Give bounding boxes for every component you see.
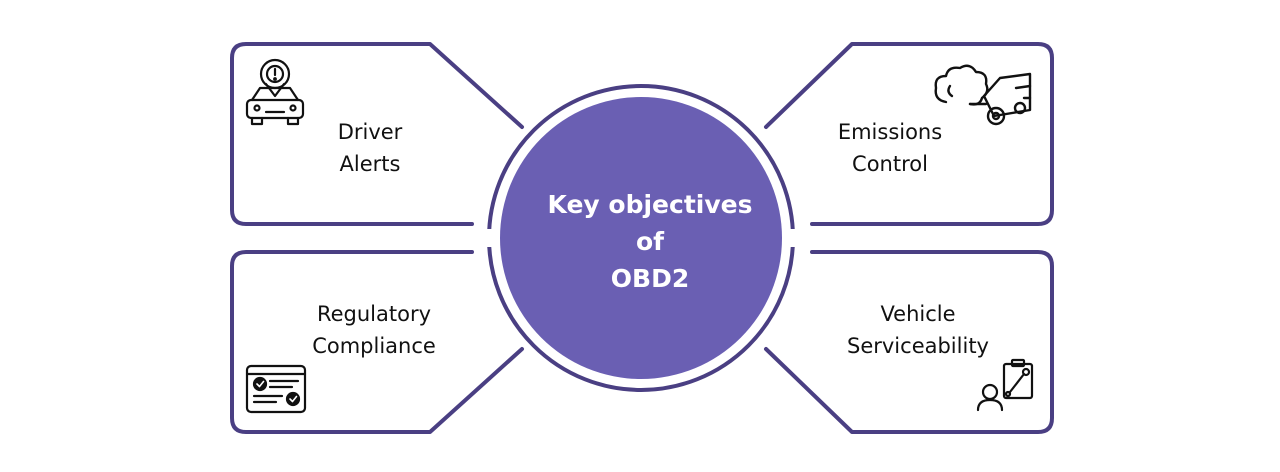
checklist-card-icon (245, 364, 307, 414)
driver-alerts-box (230, 42, 524, 226)
emissions-control-line1: Emissions (837, 120, 943, 144)
emissions-control-label: Emissions Control (790, 116, 990, 180)
emissions-control-box (764, 42, 1054, 226)
car-alert-icon (245, 58, 305, 126)
regulatory-compliance-line2: Compliance (312, 334, 436, 358)
regulatory-compliance-line1: Regulatory (316, 302, 432, 326)
center-title-line3: OBD2 (610, 264, 690, 293)
center-title: Key objectives of OBD2 (500, 186, 800, 297)
center-title-line2: of (635, 227, 665, 256)
emissions-control-line2: Control (852, 152, 928, 176)
driver-alerts-line2: Alerts (339, 152, 401, 176)
vehicle-serviceability-line2: Serviceability (847, 334, 989, 358)
car-exhaust-smoke-icon (934, 64, 1032, 126)
regulatory-compliance-label: Regulatory Compliance (274, 298, 474, 362)
center-title-line1: Key objectives (547, 190, 753, 219)
mechanic-clipboard-icon (976, 358, 1034, 412)
driver-alerts-line1: Driver (337, 120, 403, 144)
regulatory-compliance-box (230, 250, 524, 434)
vehicle-serviceability-label: Vehicle Serviceability (818, 298, 1018, 362)
driver-alerts-label: Driver Alerts (270, 116, 470, 180)
vehicle-serviceability-line1: Vehicle (880, 302, 956, 326)
vehicle-serviceability-box (764, 250, 1054, 434)
center-circle (500, 97, 782, 379)
